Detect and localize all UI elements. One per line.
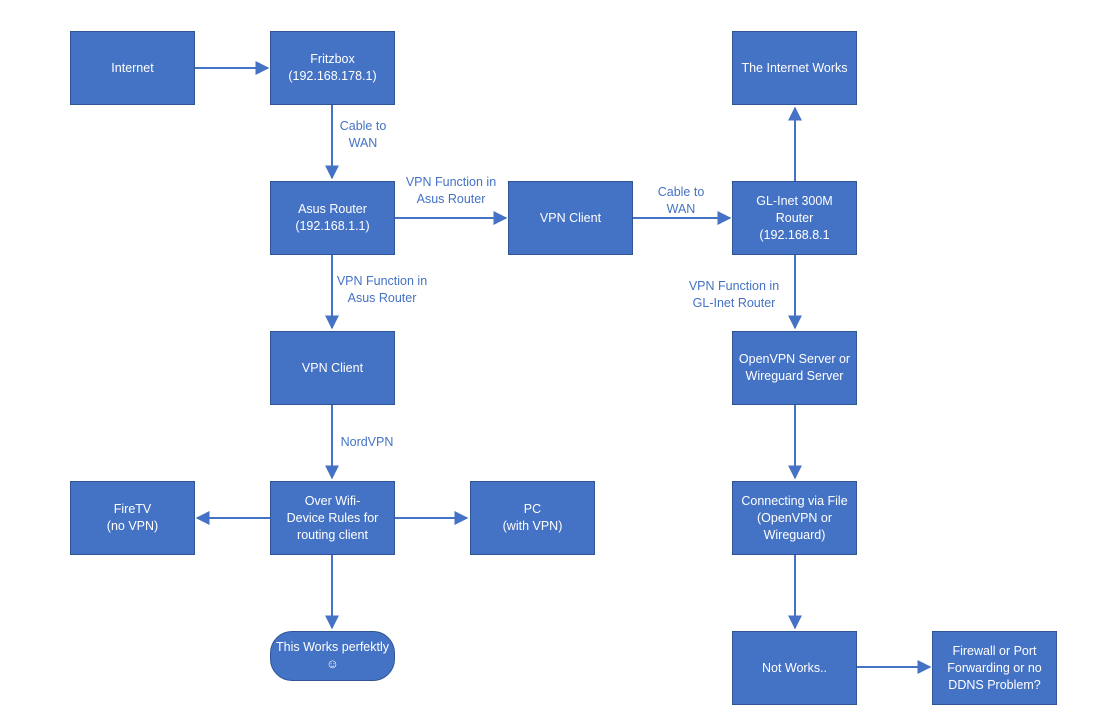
edge-label-vpn-function-asus-down: VPN Function in Asus Router	[332, 273, 432, 307]
node-glinet-router: GL-Inet 300M Router (192.168.8.1	[732, 181, 857, 255]
edge-label-vpn-function-asus-right: VPN Function in Asus Router	[400, 174, 502, 208]
node-asus-router-line-2: (192.168.1.1)	[295, 219, 370, 233]
node-vpn-client-center-line-1: VPN Client	[539, 210, 602, 225]
node-glinet-line-3: (192.168.8.1	[759, 227, 830, 242]
node-vpn-client-left: VPN Client	[270, 331, 395, 405]
node-device-rules-line-1: Over Wifi-	[304, 493, 361, 508]
edge-label-cable-to-wan-1-line-1: Cable to	[339, 119, 387, 133]
node-not-works: Not Works..	[732, 631, 857, 705]
edge-label-vpn-function-glinet-line-2: GL-Inet Router	[692, 296, 776, 310]
edge-label-vpn-function-glinet: VPN Function in GL-Inet Router	[682, 278, 786, 312]
node-firetv: FireTV (no VPN)	[70, 481, 195, 555]
edge-label-cable-to-wan-2-line-2: WAN	[666, 202, 696, 216]
edge-label-nordvpn: NordVPN	[336, 434, 398, 451]
node-fritzbox-line-2: (192.168.178.1)	[288, 69, 377, 83]
edge-label-cable-to-wan-1: Cable to WAN	[330, 118, 396, 152]
edge-label-vpn-function-asus-down-line-2: Asus Router	[347, 291, 417, 305]
node-works-perfectly: This Works perfektly ☺	[270, 631, 395, 681]
node-fritzbox-line-1: Fritzbox	[310, 52, 355, 66]
node-firetv-line-2: (no VPN)	[106, 519, 159, 533]
node-openvpn-server: OpenVPN Server or Wireguard Server	[732, 331, 857, 405]
edge-label-cable-to-wan-2-line-1: Cable to	[657, 185, 705, 199]
node-firewall-problem: Firewall or Port Forwarding or no DDNS P…	[932, 631, 1057, 705]
edge-label-nordvpn-line-1: NordVPN	[340, 435, 394, 449]
edge-label-vpn-function-asus-right-line-2: Asus Router	[416, 192, 486, 206]
node-internet: Internet	[70, 31, 195, 105]
node-device-rules-line-3: routing client	[297, 527, 368, 542]
node-internet-line-1: Internet	[111, 60, 154, 75]
node-asus-router-line-1: Asus Router	[298, 202, 367, 216]
node-pc-line-1: PC	[523, 502, 542, 516]
node-not-works-line-1: Not Works..	[761, 660, 828, 675]
node-connecting-line-2: (OpenVPN or	[756, 510, 833, 525]
node-pc: PC (with VPN)	[470, 481, 595, 555]
edge-label-vpn-function-asus-right-line-1: VPN Function in	[405, 175, 497, 189]
node-connecting-line-3: Wireguard)	[763, 527, 826, 542]
node-works-perfectly-line-1: This Works perfektly	[276, 640, 389, 654]
node-asus-router: Asus Router (192.168.1.1)	[270, 181, 395, 255]
node-firetv-line-1: FireTV	[113, 502, 152, 516]
node-fritzbox: Fritzbox (192.168.178.1)	[270, 31, 395, 105]
node-device-rules-line-2: Device Rules for	[286, 510, 379, 525]
node-vpn-client-left-line-1: VPN Client	[301, 360, 364, 375]
node-internet-works: The Internet Works	[732, 31, 857, 105]
smiley-icon: ☺	[326, 657, 339, 671]
node-pc-line-2: (with VPN)	[502, 519, 563, 533]
edge-label-cable-to-wan-1-line-2: WAN	[348, 136, 378, 150]
node-device-rules: Over Wifi- Device Rules for routing clie…	[270, 481, 395, 555]
node-connecting-line-1: Connecting via File	[741, 493, 848, 508]
edge-label-vpn-function-glinet-line-1: VPN Function in	[688, 279, 780, 293]
node-firewall-line-3: DDNS Problem?	[948, 677, 1041, 692]
node-firewall-line-1: Firewall or Port	[952, 643, 1037, 658]
node-firewall-line-2: Forwarding or no	[947, 660, 1042, 675]
edge-label-cable-to-wan-2: Cable to WAN	[648, 184, 714, 218]
node-internet-works-line-1: The Internet Works	[741, 60, 848, 75]
node-openvpn-line-2: Wireguard Server	[745, 369, 844, 383]
node-vpn-client-center: VPN Client	[508, 181, 633, 255]
node-glinet-line-1: GL-Inet 300M	[756, 193, 833, 208]
node-openvpn-line-1: OpenVPN Server or	[738, 352, 851, 366]
node-glinet-line-2: Router	[775, 210, 814, 225]
node-connecting-file: Connecting via File (OpenVPN or Wireguar…	[732, 481, 857, 555]
edge-label-vpn-function-asus-down-line-1: VPN Function in	[336, 274, 428, 288]
